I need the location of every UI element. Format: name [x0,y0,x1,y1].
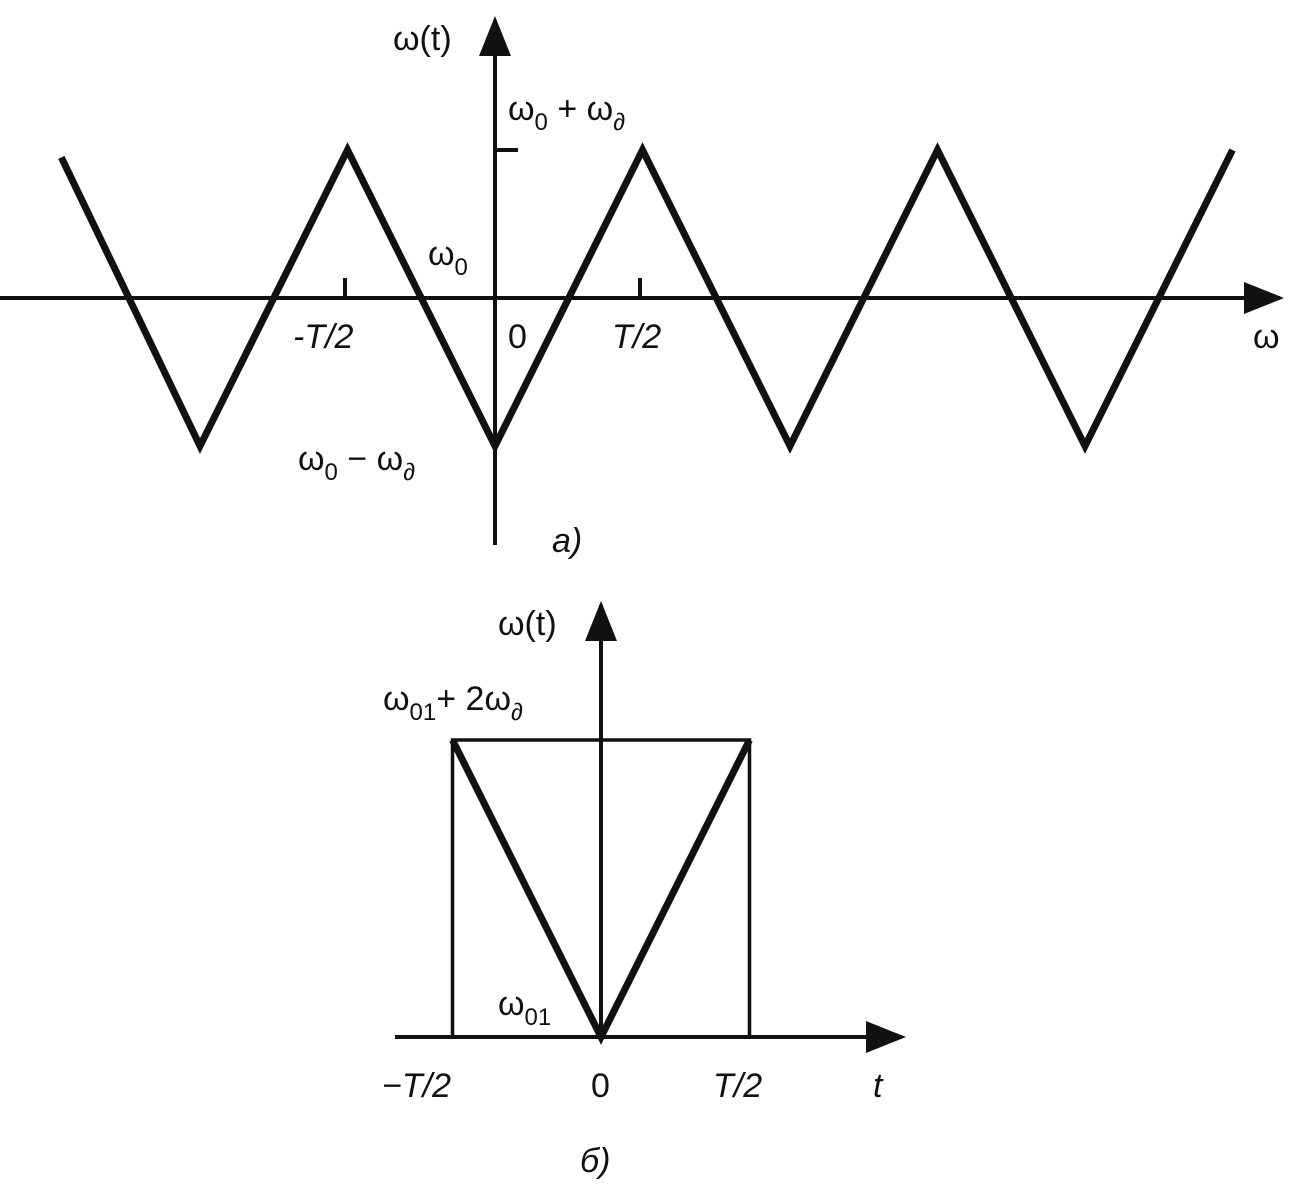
panel-a: ω(t) ω0 + ω∂ ω0 ω0 − ω∂ -T/2 0 T/2 ω a) [0,16,1284,560]
v-waveform [449,738,753,1045]
x-tick-label: −T/2 [382,1067,451,1105]
label-bottom: ω0 − ω∂ [298,440,415,486]
panel-label: a) [552,522,582,560]
label-mid: ω0 [428,235,468,281]
x-tick-label: 0 [508,318,527,356]
x-axis-label: t [873,1067,884,1105]
panel-label: б) [580,1142,610,1180]
label-top: ω0 + ω∂ [508,90,625,136]
x-axis-label: ω [1253,318,1280,356]
triangle-wave [58,142,1236,454]
x-tick-label: T/2 [713,1067,762,1105]
y-axis-label: ω(t) [498,605,557,643]
y-axis-label: ω(t) [393,20,452,58]
boundary-rectangle [450,738,752,1037]
x-tick-label: T/2 [612,318,661,356]
x-tick-label: 0 [591,1067,610,1105]
panel-b: ω(t) ω01+ 2ω∂ ω01 −T/2 0 T/2 t б) [382,601,906,1180]
label-top: ω01+ 2ω∂ [383,680,523,726]
x-tick-label: -T/2 [293,318,354,356]
label-bottom: ω01 [498,985,551,1031]
